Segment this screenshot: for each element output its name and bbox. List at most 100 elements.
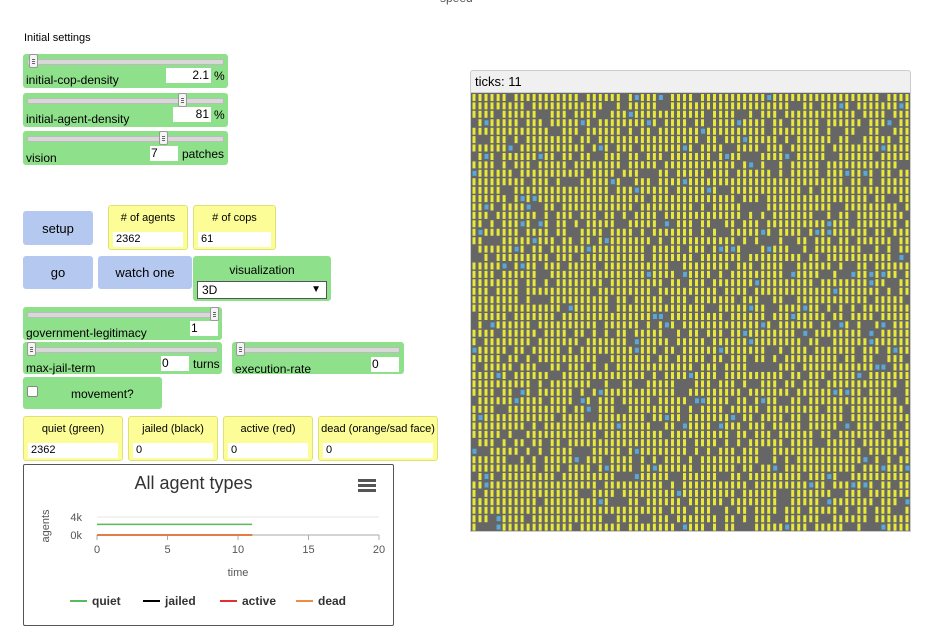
ticks-label: ticks: 11	[470, 70, 911, 92]
slider-value[interactable]: 7	[150, 146, 178, 161]
cop-agent	[682, 423, 687, 429]
cop-agent	[881, 145, 886, 151]
cop-agent	[472, 170, 477, 176]
cop-agent	[827, 221, 832, 227]
legitimacy-slider[interactable]: government-legitimacy 1	[23, 307, 222, 340]
slider-unit: %	[214, 69, 225, 83]
cop-agent	[658, 95, 663, 100]
slider-track[interactable]	[27, 59, 224, 65]
slider-track[interactable]	[27, 312, 218, 318]
visualization-select[interactable]: 3D ▼	[197, 281, 327, 299]
cop-agent	[490, 322, 495, 328]
cop-agent	[725, 153, 730, 159]
execution-rate-slider[interactable]: execution-rate 0	[232, 342, 404, 376]
legend-label-jailed: jailed	[164, 594, 196, 608]
cop-agent	[604, 465, 609, 471]
slider-thumb[interactable]	[178, 93, 187, 107]
watch-one-button[interactable]: watch one	[98, 256, 192, 289]
setup-button[interactable]: setup	[23, 211, 93, 245]
cop-agent	[719, 347, 724, 353]
cop-agent	[634, 474, 639, 480]
switch-label: movement?	[71, 387, 134, 401]
slider-label: government-legitimacy	[26, 326, 147, 340]
cop-agent	[743, 330, 748, 336]
cop-agent	[478, 229, 483, 235]
monitor-value: 0	[133, 443, 213, 458]
cop-agent	[905, 499, 910, 505]
cop-agent	[881, 524, 886, 530]
cop-agent	[893, 347, 898, 353]
go-button[interactable]: go	[23, 256, 93, 289]
cop-agent	[520, 389, 525, 395]
slider-track[interactable]	[27, 136, 224, 142]
cop-agent	[682, 179, 687, 185]
cop-agent	[749, 305, 754, 311]
movement-checkbox[interactable]	[27, 386, 38, 397]
vision-slider[interactable]: vision 7 patches	[23, 131, 228, 165]
cop-agent	[586, 246, 591, 252]
hamburger-menu-icon[interactable]	[358, 479, 376, 493]
cop-agent	[731, 415, 736, 421]
slider-thumb[interactable]	[27, 342, 36, 356]
monitor-label: active (red)	[240, 423, 296, 435]
slider-thumb[interactable]	[210, 307, 219, 321]
slider-value[interactable]: 1	[190, 321, 218, 336]
slider-value[interactable]: 0	[161, 356, 189, 371]
cop-agent	[881, 271, 886, 277]
cop-agent	[514, 246, 519, 252]
cop-agent	[755, 280, 760, 286]
slider-thumb[interactable]	[29, 54, 38, 68]
slider-thumb[interactable]	[236, 342, 245, 356]
cop-agent	[484, 153, 489, 159]
visualization-chooser[interactable]: visualization 3D ▼	[193, 256, 331, 301]
slider-unit: %	[214, 108, 225, 122]
cop-agent	[815, 229, 820, 235]
cop-agent	[845, 423, 850, 429]
cop-agent	[761, 229, 766, 235]
cop-agent	[701, 398, 706, 404]
cop-agent	[749, 162, 754, 168]
slider-value[interactable]: 81	[173, 107, 211, 122]
cop-agent	[568, 305, 573, 311]
y-axis-title: agents	[40, 509, 52, 543]
cop-agent	[634, 347, 639, 353]
cop-agent	[803, 305, 808, 311]
slider-track[interactable]	[27, 98, 224, 104]
cop-agent	[502, 263, 507, 269]
cop-agent	[791, 314, 796, 319]
slider-value[interactable]: 0	[371, 357, 399, 372]
slider-track[interactable]	[236, 347, 400, 353]
cop-agent	[508, 145, 513, 151]
cop-agent	[749, 339, 754, 345]
cop-density-slider[interactable]: initial-cop-density 2.1 %	[23, 54, 228, 88]
cop-agent	[580, 398, 585, 404]
monitor-label: dead (orange/sad face)	[321, 423, 435, 435]
slider-thumb[interactable]	[159, 131, 168, 145]
cop-agent	[616, 423, 621, 429]
cop-agent	[803, 330, 808, 336]
world-view[interactable]	[470, 92, 911, 532]
cop-agent	[664, 221, 669, 227]
cop-agent	[520, 221, 525, 227]
slider-track[interactable]	[27, 347, 218, 353]
cop-agent	[773, 465, 778, 471]
x-tick-label: 15	[302, 544, 314, 556]
cop-agent	[899, 255, 904, 261]
cop-agent	[532, 238, 537, 244]
cop-agent	[857, 372, 862, 378]
slider-unit: turns	[193, 357, 220, 371]
cop-agent	[514, 398, 519, 404]
cop-agent	[869, 339, 874, 345]
monitor-value: 2362	[113, 232, 183, 247]
cop-agent	[863, 482, 868, 488]
cop-agent	[538, 153, 543, 159]
max-jail-term-slider[interactable]: max-jail-term 0 turns	[23, 342, 222, 375]
world-canvas	[471, 93, 910, 531]
movement-switch[interactable]: movement?	[23, 377, 162, 409]
cop-agent	[839, 322, 844, 328]
monitor-value: 2362	[28, 443, 118, 458]
legend-label-quiet: quiet	[92, 594, 121, 608]
agent-density-slider[interactable]: initial-agent-density 81 %	[23, 93, 228, 127]
cop-agent	[881, 322, 886, 328]
slider-value[interactable]: 2.1	[166, 68, 211, 83]
